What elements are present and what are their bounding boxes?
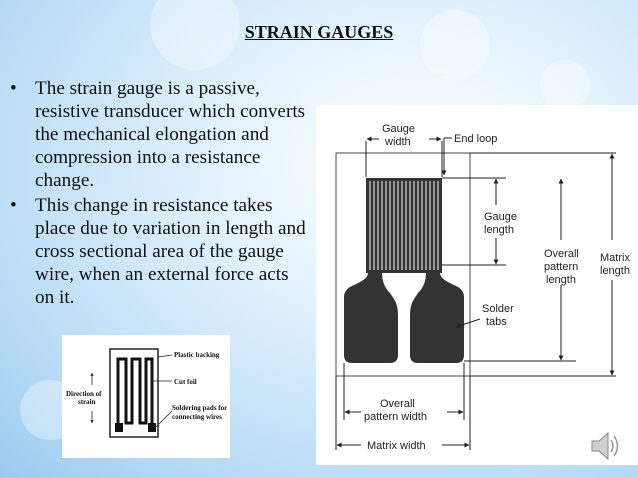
cut-foil-label: Cut foil [174,378,197,386]
matrix-length-label: length [600,265,630,277]
plastic-backing-label: Plastic backing [174,351,220,359]
grid-lines [369,181,439,270]
foil-gauge-svg: Plastic backing Cut foil Soldering pads … [66,348,227,438]
solder-tabs-label: Solder [482,303,514,315]
gauge-width-label: width [384,136,411,148]
gauge-length-label: length [484,224,514,236]
pads-pointer [155,410,173,428]
soldering-pads-label: connecting wires [172,413,222,421]
matrix-length-label: Matrix [600,252,630,264]
solder-pad [115,423,123,432]
plastic-backing [109,348,159,438]
overall-pattern-length-label: length [546,274,576,286]
bullet-list: • The strain gauge is a passive, resisti… [10,77,310,311]
strain-gauge-diagram: Gauge width End loop Gauge length Overal… [316,105,638,465]
direction-of-strain-label: strain [78,398,96,406]
bullet-dot: • [10,195,17,216]
solder-tabs-label: tabs [486,316,507,328]
end-loop-label: End loop [454,133,497,145]
backing-pointer [157,354,173,358]
overall-pattern-length-label: pattern [544,261,578,273]
gauge-width-label: Gauge [382,123,415,135]
solder-pad [148,423,156,432]
direction-of-strain-label: Direction of [66,390,102,398]
bullet-dot: • [10,78,17,99]
bokeh-circle [150,0,240,70]
solder-tab-right [410,273,464,363]
foil-gauge-diagram: Plastic backing Cut foil Soldering pads … [62,335,230,458]
bullet-item: • This change in resistance takes place … [10,194,310,309]
overall-pattern-width-label: Overall [380,398,415,410]
bokeh-circle [540,60,590,110]
bullet-item: • The strain gauge is a passive, resisti… [10,77,310,192]
gauge-length-label: Gauge [484,211,517,223]
matrix-width-label: Matrix width [367,440,426,452]
solder-tabs-pointer [455,318,481,328]
cut-foil-pattern [116,357,154,427]
strain-gauge-svg: Gauge width End loop Gauge length Overal… [335,123,630,452]
overall-pattern-length-label: Overall [544,248,579,260]
bullet-text: This change in resistance takes place du… [35,195,306,308]
overall-pattern-width-label: pattern width [364,411,427,423]
speaker-icon[interactable] [590,428,622,469]
solder-tab-left [344,273,398,363]
slide-title: STRAIN GAUGES [244,22,394,42]
bullet-text: The strain gauge is a passive, resistive… [35,78,306,191]
gauge-grid [366,178,442,273]
speaker-glyph [591,431,619,461]
soldering-pads-label: Soldering pads for [172,404,227,412]
bokeh-circle [420,10,490,80]
